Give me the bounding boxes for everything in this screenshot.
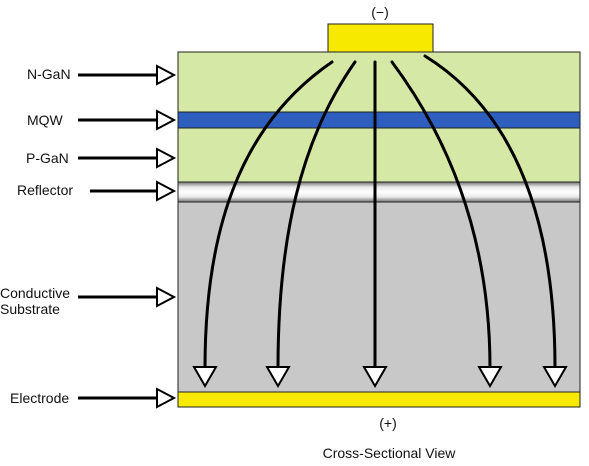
arrowhead-4 [477, 366, 503, 388]
label-mqw: MQW [27, 112, 64, 128]
current-arrowheads [192, 366, 568, 388]
current-arrow-4 [390, 60, 492, 370]
n-gan-layer [177, 51, 581, 113]
label-reflector: Reflector [17, 182, 73, 198]
pointer-substrate [78, 286, 177, 308]
arrowhead-5 [542, 366, 568, 388]
mqw-layer [177, 111, 581, 129]
label-substrate-line2: Substrate [0, 301, 60, 317]
pointer-reflector [90, 180, 177, 202]
label-electrode: Electrode [10, 390, 69, 406]
conductive-substrate-layer [177, 201, 581, 393]
current-flow-arrows [203, 54, 557, 370]
pointer-mqw [78, 109, 177, 131]
electrode-layer [177, 391, 581, 408]
bottom-terminal-label: (+) [379, 415, 397, 431]
top-terminal-label: (−) [371, 4, 389, 20]
current-arrow-2 [276, 60, 357, 370]
label-pointers [78, 64, 177, 409]
current-arrow-5 [423, 54, 557, 370]
reflector-layer [177, 181, 581, 203]
label-substrate-line1: Conductive [0, 285, 70, 301]
diagram-caption: Cross-Sectional View [323, 445, 457, 461]
pointer-p-gan [78, 147, 177, 169]
top-contact [327, 23, 434, 53]
label-n-gan: N-GaN [27, 66, 71, 82]
arrowhead-1 [192, 366, 218, 388]
pointer-n-gan [78, 64, 177, 86]
label-p-gan: P-GaN [26, 150, 69, 166]
current-arrow-1 [203, 60, 334, 370]
layer-labels: N-GaN MQW P-GaN Reflector Conductive Sub… [0, 66, 73, 406]
pointer-electrode [78, 387, 177, 409]
arrowhead-3 [362, 366, 388, 388]
arrowhead-2 [265, 366, 291, 388]
